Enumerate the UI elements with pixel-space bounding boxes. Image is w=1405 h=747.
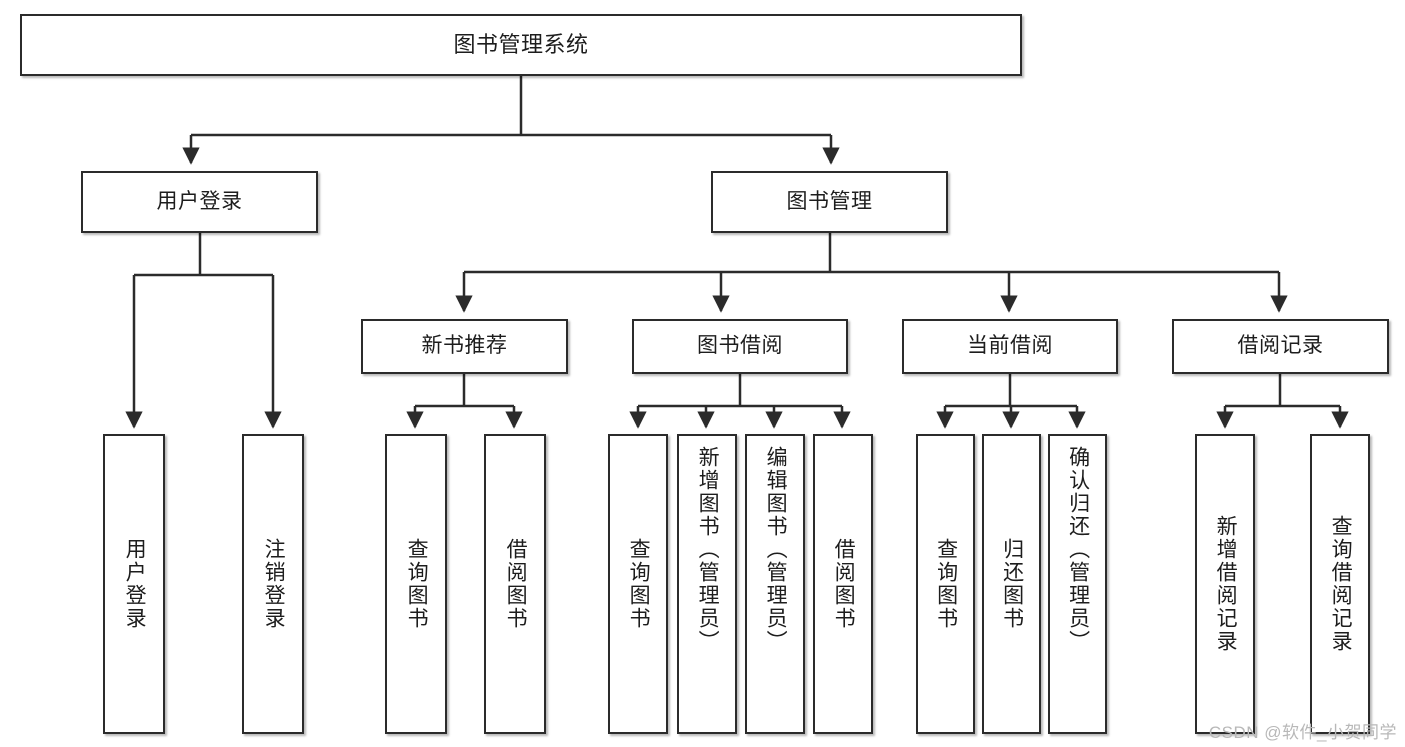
leaf-book-edit-label: 编辑图书（管理员） [764, 446, 788, 653]
node-user-login-label: 用户登录 [156, 189, 243, 213]
leaf-current-confirm-return-label: 确认归还（管理员） [1066, 446, 1090, 653]
node-root-label: 图书管理系统 [453, 32, 589, 58]
leaf-new-book-borrow-label: 借阅图书 [504, 538, 528, 630]
leaf-record-add[interactable]: 新增借阅记录 [1195, 434, 1255, 734]
leaf-current-confirm-return[interactable]: 确认归还（管理员） [1048, 434, 1107, 734]
leaf-book-borrow-action[interactable]: 借阅图书 [813, 434, 873, 734]
node-new-book[interactable]: 新书推荐 [361, 319, 568, 374]
leaf-new-book-query-label: 查询图书 [405, 538, 429, 630]
node-book-manage[interactable]: 图书管理 [711, 171, 948, 233]
leaf-current-return[interactable]: 归还图书 [982, 434, 1041, 734]
node-book-borrow[interactable]: 图书借阅 [632, 319, 848, 374]
leaf-record-add-label: 新增借阅记录 [1214, 515, 1238, 653]
node-book-borrow-label: 图书借阅 [697, 334, 783, 358]
node-book-manage-label: 图书管理 [786, 189, 873, 213]
leaf-book-add[interactable]: 新增图书（管理员） [677, 434, 737, 734]
leaf-current-query[interactable]: 查询图书 [916, 434, 975, 734]
leaf-record-query[interactable]: 查询借阅记录 [1310, 434, 1370, 734]
node-current-borrow-label: 当前借阅 [967, 334, 1053, 358]
leaf-book-add-label: 新增图书（管理员） [696, 446, 720, 653]
leaf-record-query-label: 查询借阅记录 [1329, 515, 1353, 653]
leaf-current-query-label: 查询图书 [934, 538, 958, 630]
leaf-new-book-borrow[interactable]: 借阅图书 [484, 434, 546, 734]
watermark-text: CSDN @软件_小贺同学 [1208, 723, 1397, 742]
leaf-user-logout[interactable]: 注销登录 [242, 434, 304, 734]
leaf-book-edit[interactable]: 编辑图书（管理员） [745, 434, 805, 734]
node-current-borrow[interactable]: 当前借阅 [902, 319, 1118, 374]
node-borrow-record[interactable]: 借阅记录 [1172, 319, 1389, 374]
leaf-user-logout-label: 注销登录 [262, 538, 286, 630]
leaf-book-borrow-query-label: 查询图书 [627, 538, 651, 630]
node-borrow-record-label: 借阅记录 [1237, 334, 1324, 358]
leaf-new-book-query[interactable]: 查询图书 [385, 434, 447, 734]
leaf-book-borrow-action-label: 借阅图书 [832, 538, 856, 630]
leaf-current-return-label: 归还图书 [1000, 538, 1024, 630]
leaf-book-borrow-query[interactable]: 查询图书 [608, 434, 668, 734]
leaf-user-login[interactable]: 用户登录 [103, 434, 165, 734]
node-user-login[interactable]: 用户登录 [81, 171, 318, 233]
leaf-user-login-label: 用户登录 [123, 538, 147, 630]
node-root[interactable]: 图书管理系统 [20, 14, 1022, 76]
node-new-book-label: 新书推荐 [421, 334, 508, 358]
